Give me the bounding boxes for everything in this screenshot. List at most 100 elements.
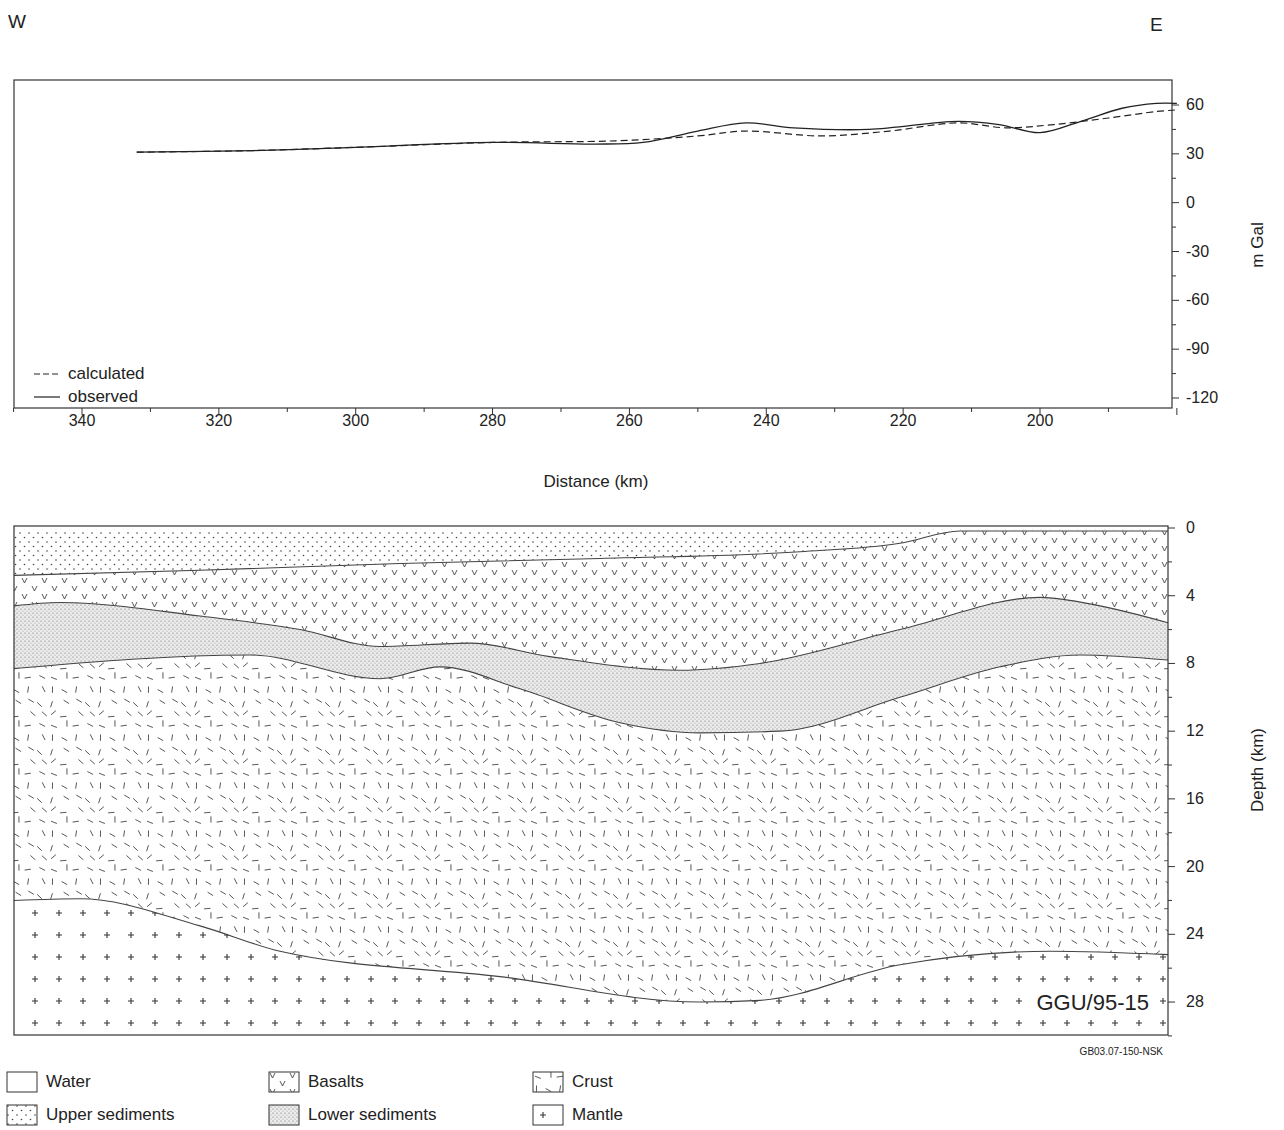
y-tick	[1172, 202, 1179, 203]
depth-tick	[1168, 697, 1172, 698]
x-tick	[971, 408, 972, 412]
y-tick	[1172, 324, 1176, 325]
x-tick	[561, 408, 562, 412]
x-tick	[1108, 408, 1109, 412]
y-tick-label: 60	[1186, 96, 1204, 114]
direction-label: W	[8, 11, 26, 33]
crust-boundary	[14, 655, 1168, 733]
depth-tick-label: 24	[1186, 925, 1204, 943]
y-tick-label: -60	[1186, 291, 1209, 309]
mantle	[14, 899, 1168, 1035]
depth-tick	[1168, 629, 1172, 630]
line-sample-stroke	[34, 396, 60, 397]
legend-item: Basalts	[268, 1071, 364, 1093]
depth-tick	[1168, 731, 1175, 732]
water-layer	[14, 526, 1168, 1035]
depth-tick	[1168, 1002, 1175, 1003]
depth-tick	[1168, 934, 1175, 935]
depth-tick-label: 8	[1186, 654, 1195, 672]
swatch-fill	[533, 1105, 563, 1125]
depth-tick-label: 12	[1186, 722, 1204, 740]
y-tick	[1172, 373, 1176, 374]
y-tick	[1172, 129, 1176, 130]
plot-frame	[14, 80, 1172, 408]
x-tick-label: 340	[69, 412, 96, 430]
legend-item: Upper sediments	[6, 1104, 175, 1126]
pattern-swatch	[268, 1071, 300, 1093]
depth-tick-label: 20	[1186, 857, 1204, 875]
line-sample-stroke	[34, 373, 60, 374]
x-tick-label: 200	[1027, 412, 1054, 430]
depth-tick-label: 4	[1186, 587, 1195, 605]
depth-tick	[1168, 900, 1172, 901]
basalts	[14, 531, 1168, 1035]
swatch-fill	[269, 1105, 299, 1125]
swatch-fill	[269, 1072, 299, 1092]
y-tick-label: -120	[1186, 389, 1218, 407]
depth-tick-label: 16	[1186, 790, 1204, 808]
observed-curve	[137, 103, 1177, 152]
y-tick	[1172, 300, 1179, 301]
x-tick-label: 300	[342, 412, 369, 430]
crust	[14, 655, 1168, 1035]
x-tick	[1176, 408, 1177, 415]
x-tick	[287, 408, 288, 412]
y-tick-label: -90	[1186, 340, 1209, 358]
line-sample	[34, 391, 60, 403]
legend-item: Mantle	[532, 1104, 623, 1126]
figure-code: GB03.07-150-NSK	[1080, 1046, 1163, 1058]
x-tick-label: 320	[205, 412, 232, 430]
legend-item: Lower sediments	[268, 1104, 437, 1126]
depth-tick	[1168, 1035, 1172, 1036]
swatch-fill	[533, 1072, 563, 1092]
legend-text: Mantle	[572, 1105, 623, 1125]
legend-text: Basalts	[308, 1072, 364, 1092]
legend-item: Crust	[532, 1071, 613, 1093]
legend-item: calculated	[34, 364, 145, 384]
x-tick-label: 280	[479, 412, 506, 430]
depth-tick	[1168, 561, 1172, 562]
x-tick	[697, 408, 698, 412]
depth-tick	[1168, 765, 1172, 766]
x-tick-label: 220	[890, 412, 917, 430]
x-axis-title: Distance (km)	[544, 472, 649, 492]
depth-tick	[1168, 968, 1172, 969]
x-tick-label: 260	[616, 412, 643, 430]
pattern-swatch	[532, 1071, 564, 1093]
section-frame	[14, 526, 1168, 1035]
depth-tick	[1168, 798, 1175, 799]
calculated-curve	[137, 110, 1177, 152]
legend-text: observed	[68, 387, 138, 407]
y-tick	[1172, 153, 1179, 154]
pattern-swatch	[6, 1104, 38, 1126]
pattern-swatch	[6, 1071, 38, 1093]
lower-sediments	[14, 597, 1168, 1035]
depth-tick	[1168, 528, 1175, 529]
x-tick	[424, 408, 425, 412]
y-tick-label: -30	[1186, 242, 1209, 260]
legend-text: Upper sediments	[46, 1105, 175, 1125]
basalts-boundary	[14, 531, 1168, 575]
y-tick-label: 0	[1186, 193, 1195, 211]
depth-tick	[1168, 832, 1172, 833]
y-tick	[1172, 275, 1176, 276]
legend-item: observed	[34, 387, 138, 407]
pattern-swatch	[532, 1104, 564, 1126]
legend-item: Water	[6, 1071, 91, 1093]
depth-tick	[1168, 663, 1175, 664]
swatch-fill	[7, 1105, 37, 1125]
upper-sediments	[14, 529, 1168, 1035]
direction-label: E	[1150, 14, 1163, 36]
line-sample	[34, 368, 60, 380]
depth-tick-label: 28	[1186, 993, 1204, 1011]
mantle-boundary	[14, 899, 1168, 1002]
y-tick	[1172, 178, 1176, 179]
legend-text: Water	[46, 1072, 91, 1092]
x-tick	[150, 408, 151, 412]
pattern-swatch	[268, 1104, 300, 1126]
depth-axis-title: Depth (km)	[1248, 728, 1268, 812]
y-tick	[1172, 227, 1176, 228]
y-tick	[1172, 105, 1179, 106]
x-tick-label: 240	[753, 412, 780, 430]
